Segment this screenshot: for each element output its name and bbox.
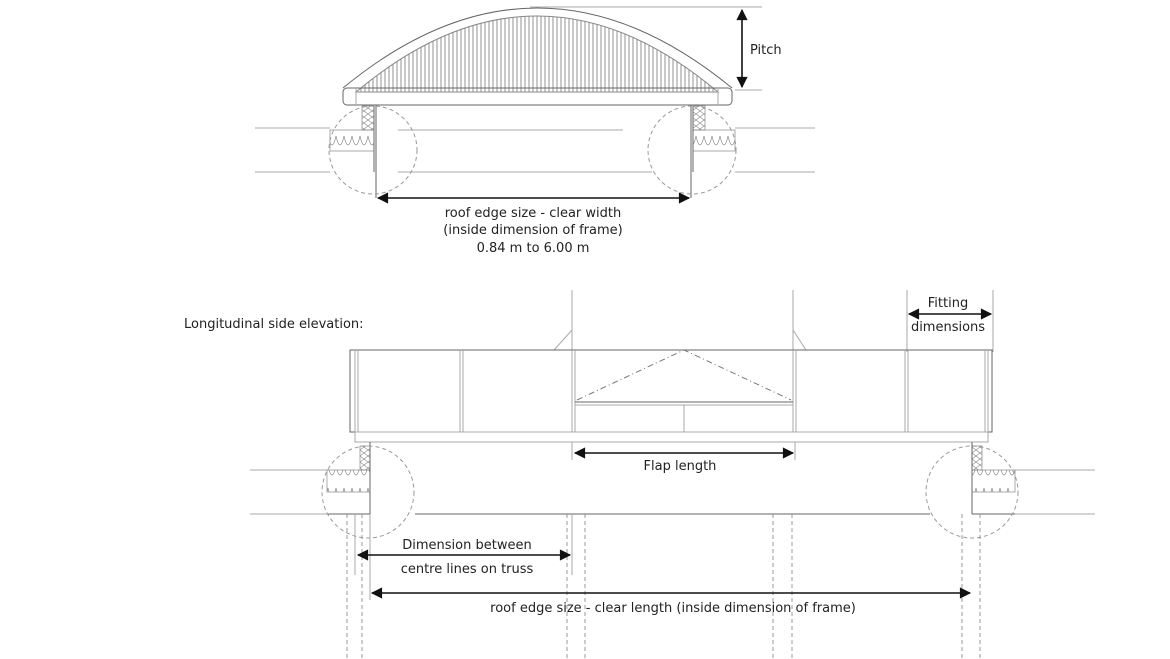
clear-width-label: roof edge size - clear width: [445, 206, 622, 221]
left-insulation-longitudinal: [326, 469, 371, 493]
rooflight-base-strip: [354, 431, 989, 443]
fitting-label: Fitting: [928, 296, 968, 311]
pitch-label: Pitch: [750, 43, 782, 58]
right-insulation: [692, 129, 736, 152]
truss-dimension-label: Dimension between: [402, 538, 531, 553]
truss-dimension-sublabel: centre lines on truss: [401, 562, 534, 577]
flap-opening-outline: [576, 349, 792, 401]
right-insulation-longitudinal: [971, 469, 1016, 493]
roof-deck-lines: [255, 127, 815, 173]
clear-length-label: roof edge size - clear length (inside di…: [490, 601, 856, 616]
flap-length-label: Flap length: [644, 459, 717, 474]
left-detail-circle-longitudinal: [321, 445, 415, 539]
left-kerb-timber: [361, 105, 375, 131]
left-detail-circle: [328, 105, 418, 195]
right-detail-circle-longitudinal: [925, 445, 1019, 539]
clear-width-range: 0.84 m to 6.00 m: [477, 241, 590, 256]
right-kerb-timber: [692, 105, 706, 131]
left-insulation: [329, 129, 375, 152]
dome-upstand-frame: [342, 87, 733, 106]
right-detail-circle: [647, 105, 737, 195]
dome-hatched-glazing: [354, 15, 720, 93]
truss-centre-lines: [346, 514, 981, 659]
cross-section: Pitch roof edge size - clear width (insi…: [255, 6, 815, 256]
longitudinal-elevation: Longitudinal side elevation: Fitting dim…: [184, 290, 1095, 659]
longitudinal-title: Longitudinal side elevation:: [184, 317, 364, 332]
rooflight-body: [349, 349, 993, 433]
fitting-sublabel: dimensions: [911, 320, 985, 335]
dome-arch-outer: [342, 7, 733, 89]
left-kerb-timber-longitudinal: [359, 445, 371, 471]
roof-deck-lines-longitudinal: [250, 469, 1095, 515]
glazing-bar-lines: [354, 350, 989, 432]
clear-width-sublabel: (inside dimension of frame): [443, 223, 622, 238]
right-kerb-timber-longitudinal: [971, 445, 983, 471]
